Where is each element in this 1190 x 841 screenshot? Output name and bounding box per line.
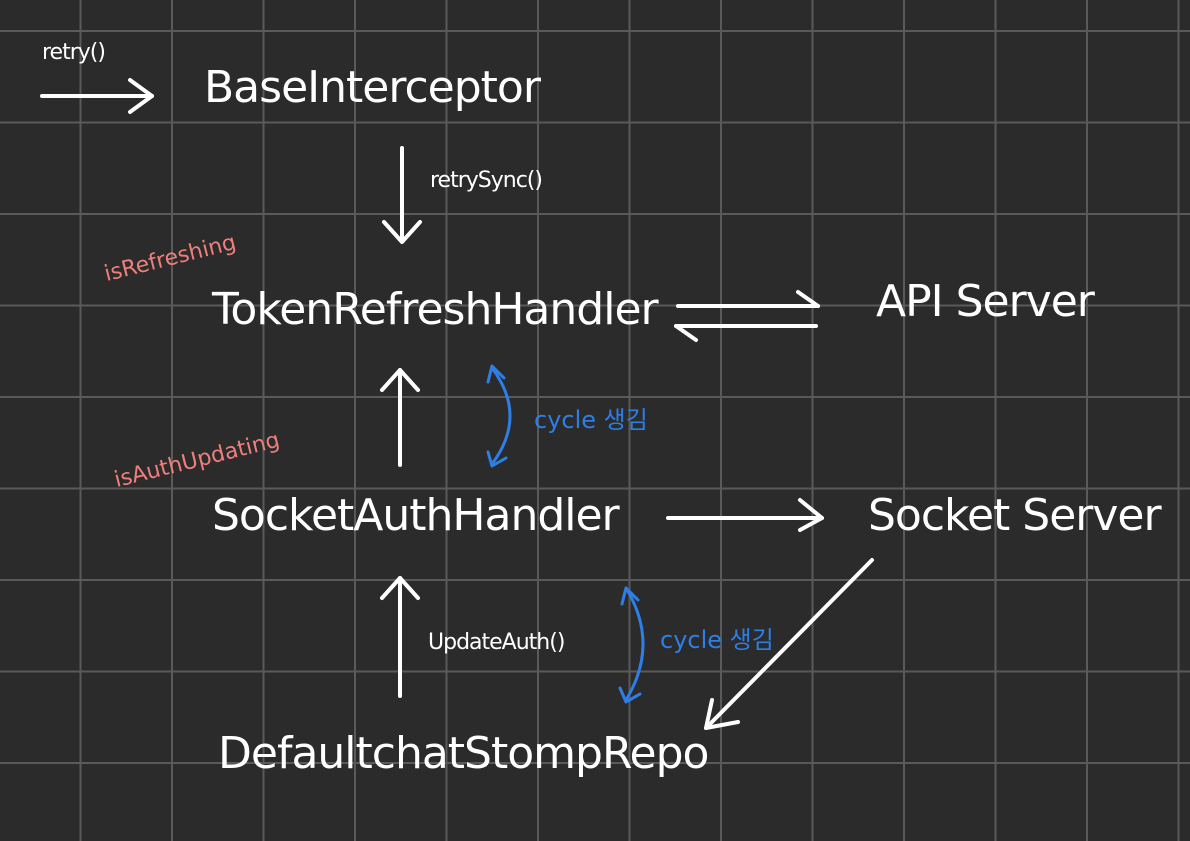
- node-socket-server: Socket Server: [868, 490, 1162, 541]
- repo-to-socket-auth-arrow: [380, 576, 420, 698]
- node-socket-auth-handler: SocketAuthHandler: [212, 490, 620, 541]
- node-base-interceptor: BaseInterceptor: [204, 62, 541, 113]
- socket-auth-to-token-arrow: [380, 368, 420, 467]
- token-to-api-arrow: [676, 290, 820, 308]
- upper-cycle-arrow: [486, 364, 512, 468]
- node-api-server: API Server: [876, 276, 1095, 327]
- lower-cycle-arrow: [618, 586, 645, 704]
- update-auth-label: UpdateAuth(): [428, 630, 565, 655]
- retry-sync-label: retrySync(): [430, 168, 543, 193]
- node-default-chat-stomp-repo: DefaultchatStompRepo: [218, 728, 709, 779]
- socket-auth-to-server-arrow: [666, 498, 824, 532]
- api-to-token-arrow: [674, 324, 818, 342]
- retry-label: retry(): [42, 40, 106, 65]
- cycle-note-upper: cycle 생김: [534, 406, 648, 434]
- node-token-refresh-handler: TokenRefreshHandler: [212, 284, 659, 335]
- cycle-note-lower: cycle 생김: [660, 626, 774, 654]
- retry-sync-arrow: [382, 146, 422, 244]
- retry-arrow: [40, 78, 154, 114]
- server-to-repo-arrow: [704, 558, 874, 730]
